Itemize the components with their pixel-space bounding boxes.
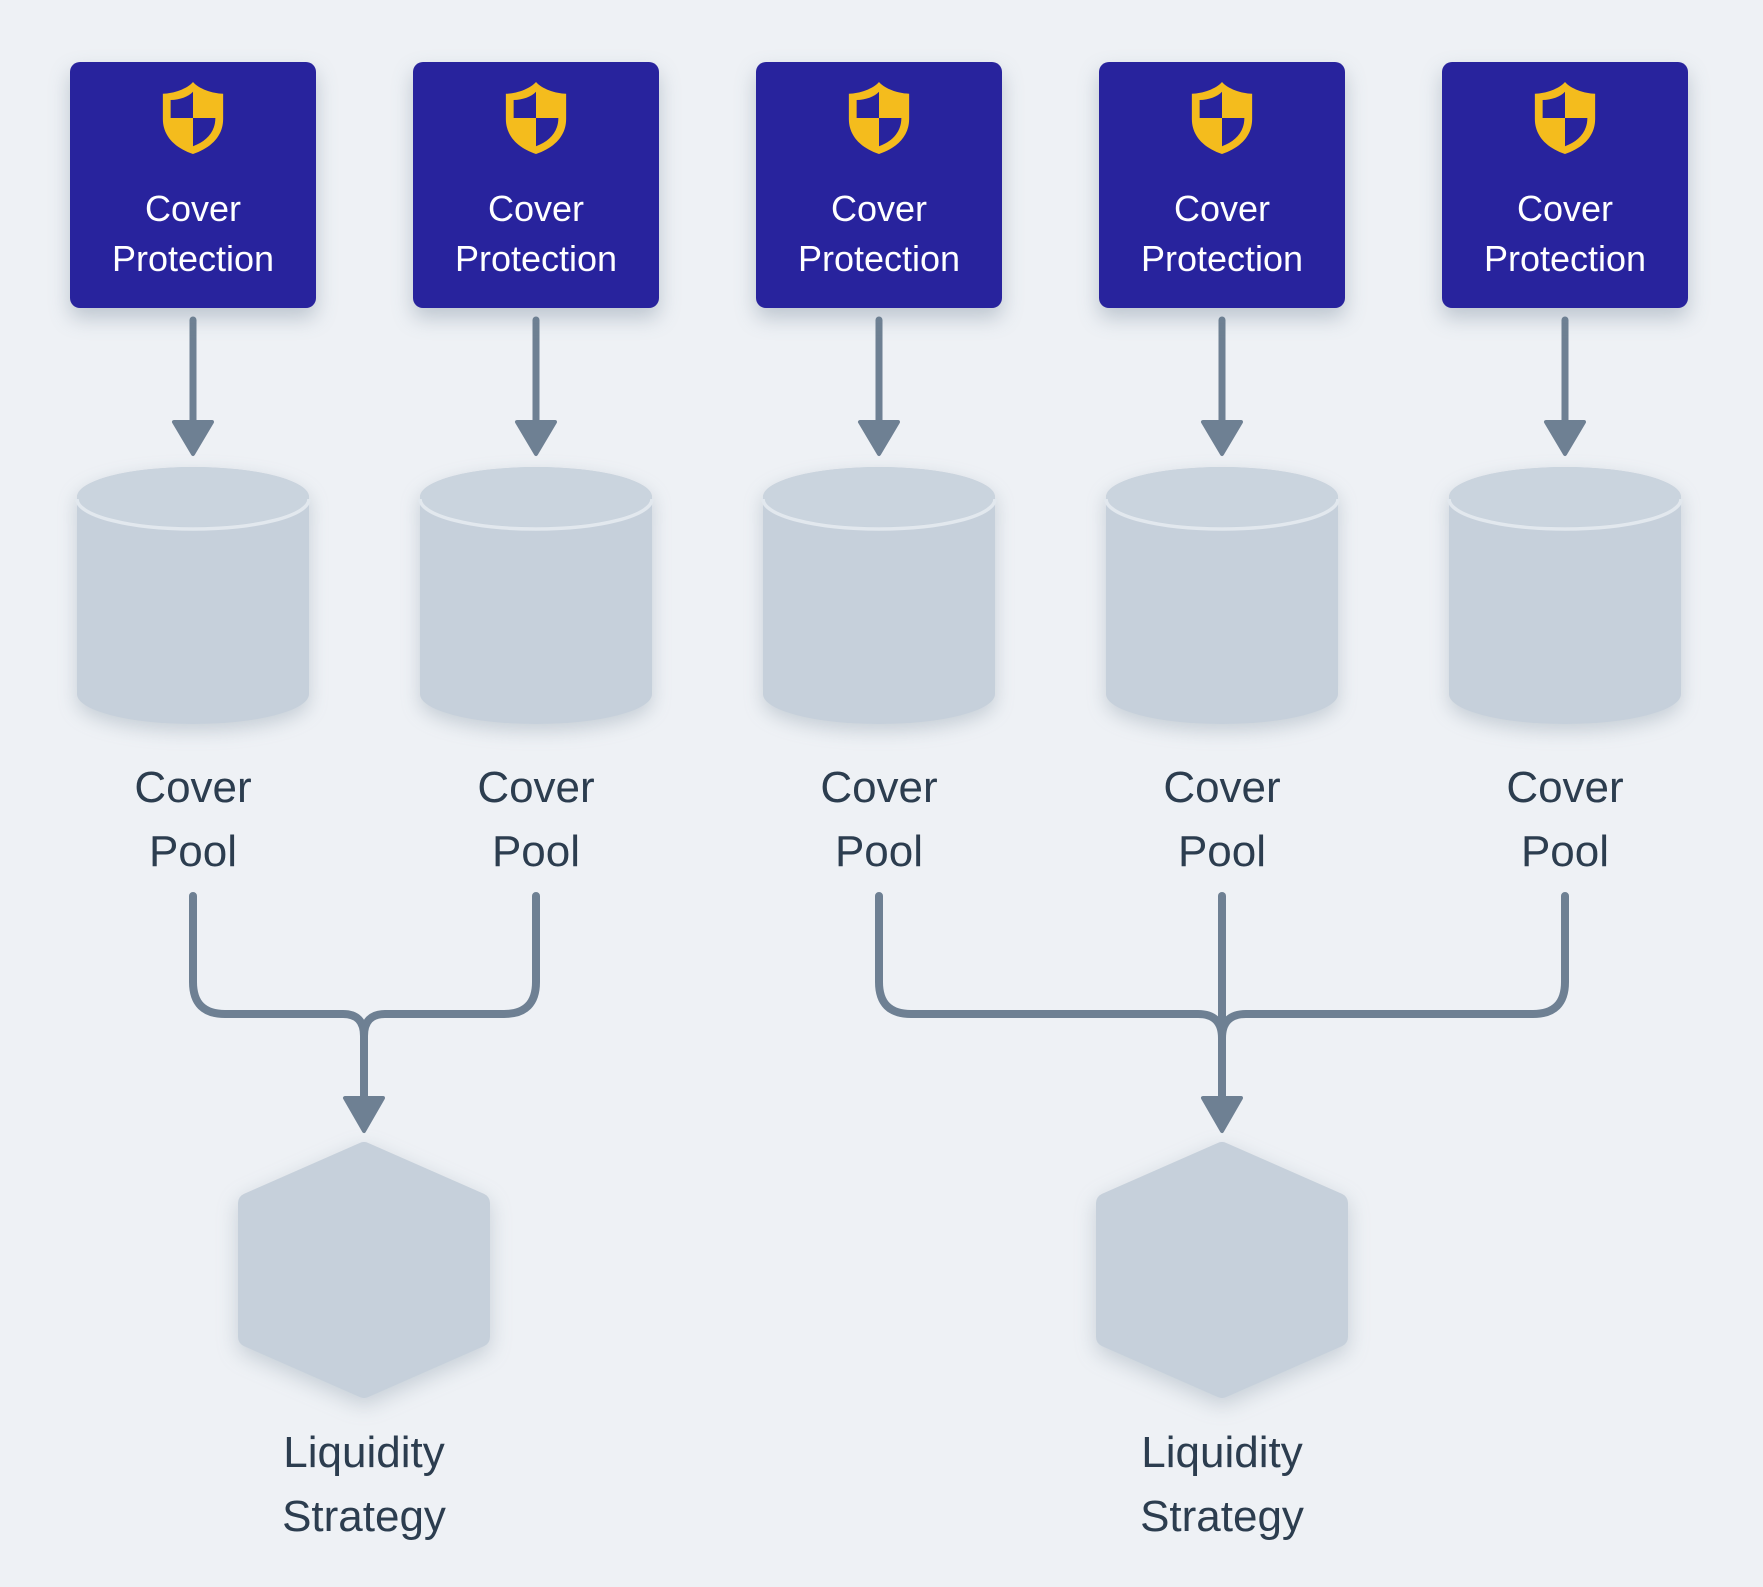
cover-protection-label: Cover Protection [797,188,961,279]
cover-protection-box: Cover Protection [1099,62,1345,308]
cover-protection-label: Cover Protection [1483,188,1647,279]
cover-protection-label: Cover Protection [1140,188,1304,279]
cover-protection-label: Cover Protection [454,188,618,279]
cover-protection-box: Cover Protection [756,62,1002,308]
cover-pool-label: Cover Pool [134,763,252,876]
down-arrow [1544,316,1586,456]
cover-pool-label: Cover Pool [1163,763,1281,876]
down-arrow [515,316,557,456]
shield-icon [1187,80,1257,156]
shield-icon [844,80,914,156]
cover-pool-label: Cover Pool [477,763,595,876]
cover-protection-box: Cover Protection [413,62,659,308]
down-arrow [858,316,900,456]
liquidity-strategy-label: Liquidity Strategy [282,1428,446,1541]
cover-pool-cylinder [759,462,999,742]
merge-connector-left [189,892,540,1133]
shield-icon [1530,80,1600,156]
cover-pool-cylinder [1102,462,1342,742]
cover-pool-cylinder [416,462,656,742]
cover-pool-cylinder [1445,462,1685,742]
cover-pool-label: Cover Pool [820,763,938,876]
liquidity-strategy-hexagon [238,1142,490,1398]
cover-pool-cylinder [73,462,313,742]
liquidity-strategy-label: Liquidity Strategy [1140,1428,1304,1541]
down-arrow [1201,316,1243,456]
down-arrow [172,316,214,456]
liquidity-strategy-hexagon [1096,1142,1348,1398]
cover-protection-box: Cover Protection [1442,62,1688,308]
cover-protection-box: Cover Protection [70,62,316,308]
shield-icon [158,80,228,156]
cover-protection-label: Cover Protection [111,188,275,279]
shield-icon [501,80,571,156]
merge-connector-right [875,892,1569,1133]
cover-pool-label: Cover Pool [1506,763,1624,876]
